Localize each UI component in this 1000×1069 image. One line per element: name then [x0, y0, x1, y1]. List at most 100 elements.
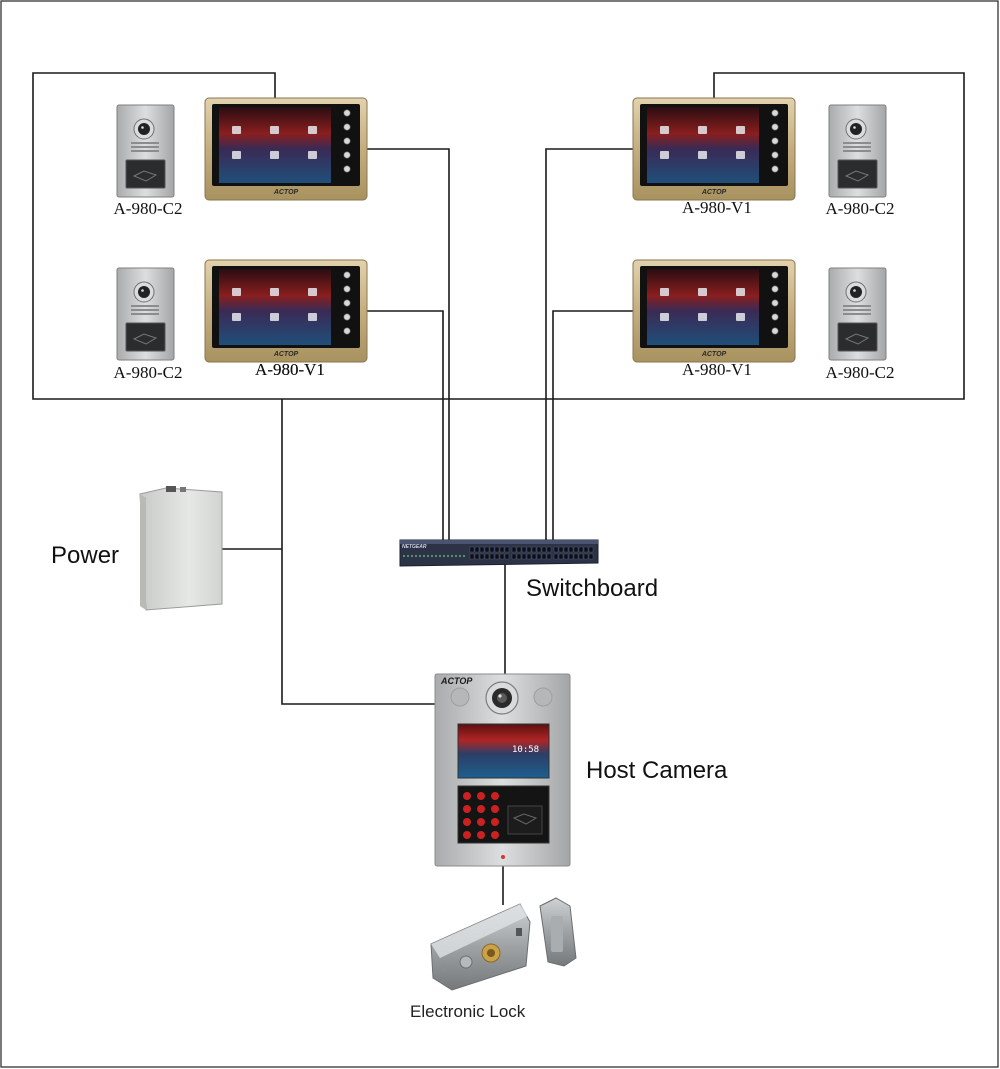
card-reader [837, 159, 878, 189]
switch-led [403, 555, 405, 557]
power-label: Power [51, 542, 119, 569]
switch-port [511, 546, 517, 553]
app-icon [232, 313, 241, 321]
app-icon [308, 313, 317, 321]
monitor-side-button [771, 109, 779, 117]
switch-port [526, 546, 532, 553]
switch-led [431, 555, 433, 557]
switch-port [588, 546, 594, 553]
monitor-label: A-980-V1 [255, 360, 325, 379]
door-station-label: A-980-C2 [826, 199, 895, 218]
switch-led [447, 555, 449, 557]
switch-port [494, 553, 500, 560]
monitor-side-button [771, 165, 779, 173]
switch-port [553, 546, 559, 553]
monitor-side-button [771, 151, 779, 159]
monitor-side-button [343, 123, 351, 131]
switch-port [521, 546, 527, 553]
switch-port [484, 553, 490, 560]
switch-port [474, 546, 480, 553]
electronic-lock: Electronic Lock [410, 897, 577, 1021]
switch-led [419, 555, 421, 557]
switch-port [521, 553, 527, 560]
door-station-label: A-980-C2 [826, 363, 895, 382]
app-icon [660, 313, 669, 321]
indoor-monitor: ACTOP A-980-V1 [204, 97, 368, 379]
keypad-key [477, 831, 485, 839]
monitor-brand: ACTOP [273, 351, 299, 358]
app-icon [698, 151, 707, 159]
switch-port [504, 546, 510, 553]
keypad-key [463, 831, 471, 839]
switch-port [531, 546, 537, 553]
app-icon [660, 126, 669, 134]
monitor-side-button [771, 271, 779, 279]
host-brand: ACTOP [440, 676, 473, 686]
lock-label: Electronic Lock [410, 1002, 526, 1021]
monitor-screen [219, 269, 331, 345]
switch-led [459, 555, 461, 557]
app-icon [308, 288, 317, 296]
switch-port [583, 553, 589, 560]
switch-led [415, 555, 417, 557]
door-station: A-980-C2 [826, 104, 895, 218]
door-station-label: A-980-C2 [114, 199, 183, 218]
app-icon [270, 313, 279, 321]
switch-led [463, 555, 465, 557]
switch-port [578, 553, 584, 560]
monitor-side-button [771, 327, 779, 335]
switch-port [489, 553, 495, 560]
card-reader [837, 322, 878, 352]
door-station: A-980-C2 [114, 267, 182, 382]
switch-port [489, 546, 495, 553]
app-icon [660, 288, 669, 296]
monitor-label: A-980-V1 [682, 198, 752, 217]
indoor-monitor: ACTOP A-980-V1 [204, 259, 368, 379]
app-icon [232, 288, 241, 296]
switch-port [578, 546, 584, 553]
monitor-brand: ACTOP [273, 189, 299, 196]
switch-port [516, 546, 522, 553]
switch-port [563, 553, 569, 560]
switch-port [479, 546, 485, 553]
switch-led [423, 555, 425, 557]
app-icon [270, 288, 279, 296]
monitor-side-button [343, 151, 351, 159]
power-supply-box: Power [51, 486, 223, 611]
switch-led [455, 555, 457, 557]
monitor-side-button [771, 313, 779, 321]
keypad-key [477, 792, 485, 800]
keypad-key [463, 792, 471, 800]
monitor-side-button [343, 299, 351, 307]
switch-port [499, 546, 505, 553]
switch-led [411, 555, 413, 557]
switch-led [407, 555, 409, 557]
switch-port [474, 553, 480, 560]
monitor-brand: ACTOP [701, 351, 727, 358]
switch-led [427, 555, 429, 557]
keypad-key [491, 792, 499, 800]
switch-port [568, 546, 574, 553]
switch-port [558, 553, 564, 560]
switchboard-label: Switchboard [526, 575, 658, 602]
monitor-side-button [343, 285, 351, 293]
switch-port [469, 553, 475, 560]
app-icon [232, 151, 241, 159]
switch-port [583, 546, 589, 553]
app-icon [736, 313, 745, 321]
app-icon [736, 288, 745, 296]
switch-port [504, 553, 510, 560]
app-icon [698, 288, 707, 296]
monitor-label: A-980-V1 [682, 360, 752, 379]
monitor-screen [219, 107, 331, 183]
switch-port [511, 553, 517, 560]
switch-port [573, 553, 579, 560]
monitor-side-button [343, 313, 351, 321]
app-icon [698, 313, 707, 321]
switch-port [516, 553, 522, 560]
keypad-key [491, 805, 499, 813]
app-icon [698, 126, 707, 134]
network-switch: NETGEAR Switchboard [399, 539, 658, 602]
